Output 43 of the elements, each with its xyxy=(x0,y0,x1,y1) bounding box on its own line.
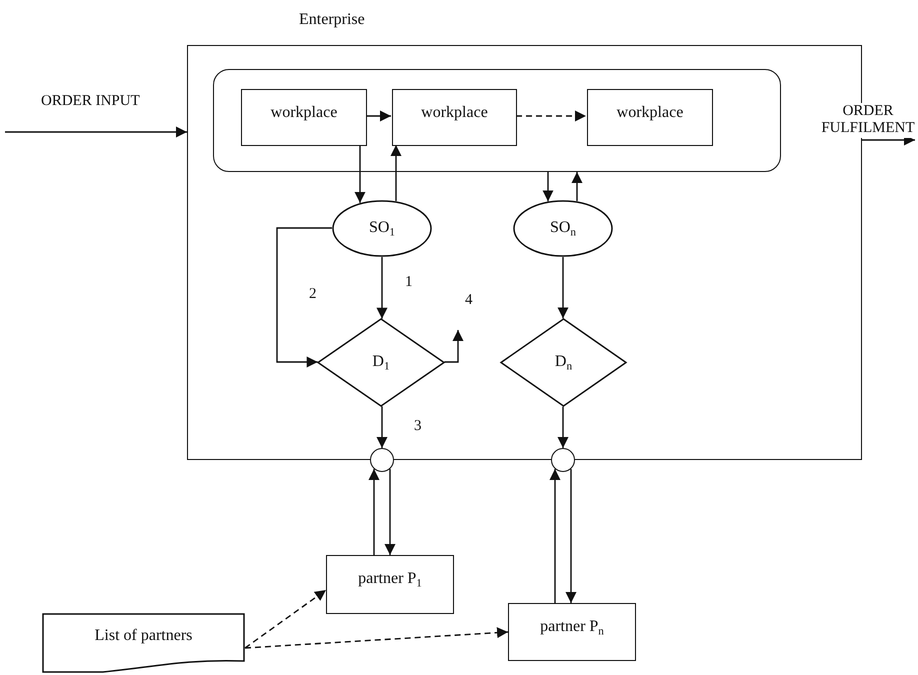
connector-circle xyxy=(551,448,575,472)
arrow xyxy=(444,330,464,363)
arrow xyxy=(368,468,380,555)
node-label: D$_{n}$ xyxy=(554,352,572,372)
process-box xyxy=(392,89,517,146)
arrow xyxy=(550,468,560,603)
node-label: partner P$_{n}$ xyxy=(540,618,604,638)
node-label: workplace xyxy=(270,104,338,122)
document-shape xyxy=(42,613,245,673)
node-label: workplace xyxy=(421,104,488,122)
arrow xyxy=(390,145,402,202)
node-label: partner P$_{1}$ xyxy=(358,570,422,590)
arrow xyxy=(542,172,554,202)
frame-heading: Enterprise xyxy=(299,11,365,29)
node-label: SO$_{n}$ xyxy=(550,218,576,238)
dashed-arrow xyxy=(244,589,326,649)
arrow xyxy=(376,406,388,448)
process-box xyxy=(326,555,454,614)
arrow xyxy=(384,468,396,555)
arrow xyxy=(558,257,568,318)
decision-diamond xyxy=(500,318,627,407)
node-label: D$_{1}$ xyxy=(372,352,390,372)
arrow xyxy=(572,172,582,202)
decision-diamond xyxy=(317,318,445,407)
process-box xyxy=(241,89,367,146)
arrow xyxy=(276,227,332,368)
arrow xyxy=(566,468,576,603)
workplace-group-box xyxy=(213,69,781,172)
process-box xyxy=(587,89,713,146)
arrow xyxy=(354,145,366,203)
arrow xyxy=(558,406,568,448)
node-label: workplace xyxy=(616,104,684,122)
arrow xyxy=(366,110,391,122)
node-label: List of partners xyxy=(94,627,192,645)
process-box xyxy=(508,603,636,661)
node-label: SO$_{1}$ xyxy=(368,218,396,238)
connector-circle xyxy=(370,448,394,472)
arrow xyxy=(376,257,388,319)
ellipse-node xyxy=(332,200,432,257)
arrow xyxy=(5,126,187,138)
dashed-arrow xyxy=(516,110,586,122)
ellipse-node xyxy=(513,200,613,257)
dashed-arrow xyxy=(244,627,508,649)
